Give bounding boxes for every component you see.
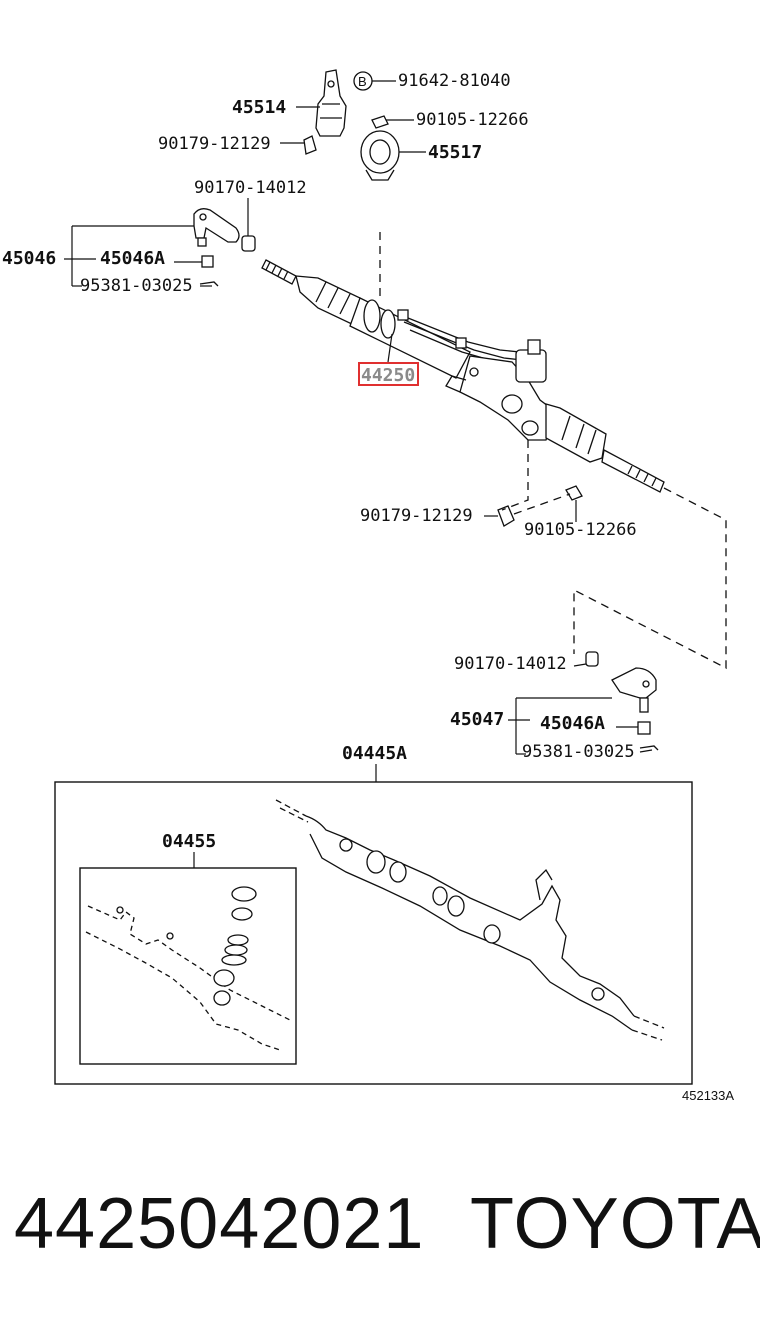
label-90179-mid: 90179-12129 <box>360 506 473 526</box>
grommet-45517-drawing <box>360 130 400 181</box>
label-90170-top: 90170-14012 <box>194 178 307 198</box>
kit-04455-seals-outline <box>85 886 291 1051</box>
bolt-90105-mid-drawing <box>565 485 583 501</box>
label-90105-top: 90105-12266 <box>416 110 529 130</box>
nut-90170-bottom-drawing <box>585 651 599 667</box>
steering-rack-drawing <box>261 232 665 493</box>
brand-name: TOYOTA <box>470 1184 760 1264</box>
label-90179-top: 90179-12129 <box>158 134 271 154</box>
clip-90179-mid-drawing <box>497 505 515 527</box>
bolt-b-drawing: B <box>353 71 373 91</box>
part-number: 4425042021 <box>14 1184 425 1264</box>
label-04455: 04455 <box>162 831 216 852</box>
label-45046a-bottom: 45046A <box>540 713 605 734</box>
label-45514: 45514 <box>232 97 286 118</box>
bolt-b-label: B <box>358 74 367 89</box>
rack-label-highlight-box <box>358 362 419 386</box>
label-45046a-top: 45046A <box>100 248 165 269</box>
label-45046: 45046 <box>2 248 56 269</box>
bracket-45514-drawing <box>303 69 347 155</box>
tie-rod-end-right-drawing <box>611 667 659 751</box>
label-90105-mid: 90105-12266 <box>524 520 637 540</box>
nut-90170-top-drawing <box>241 235 256 252</box>
label-95381-bottom: 95381-03025 <box>522 742 635 762</box>
kit-04445a-rack-outline <box>275 799 665 1041</box>
label-95381-top: 95381-03025 <box>80 276 193 296</box>
kit-04445a-box <box>54 781 693 1085</box>
bolt-90105-top-drawing <box>371 115 389 129</box>
label-04445a: 04445A <box>342 743 407 764</box>
label-91642: 91642-81040 <box>398 71 511 91</box>
label-45517: 45517 <box>428 142 482 163</box>
label-45047: 45047 <box>450 709 504 730</box>
label-44250: 44250 <box>361 365 415 386</box>
diagram-ref-code: 452133A <box>682 1088 734 1103</box>
tie-rod-end-left-drawing <box>193 208 240 287</box>
kit-04455-box <box>79 867 297 1065</box>
label-90170-bottom: 90170-14012 <box>454 654 567 674</box>
